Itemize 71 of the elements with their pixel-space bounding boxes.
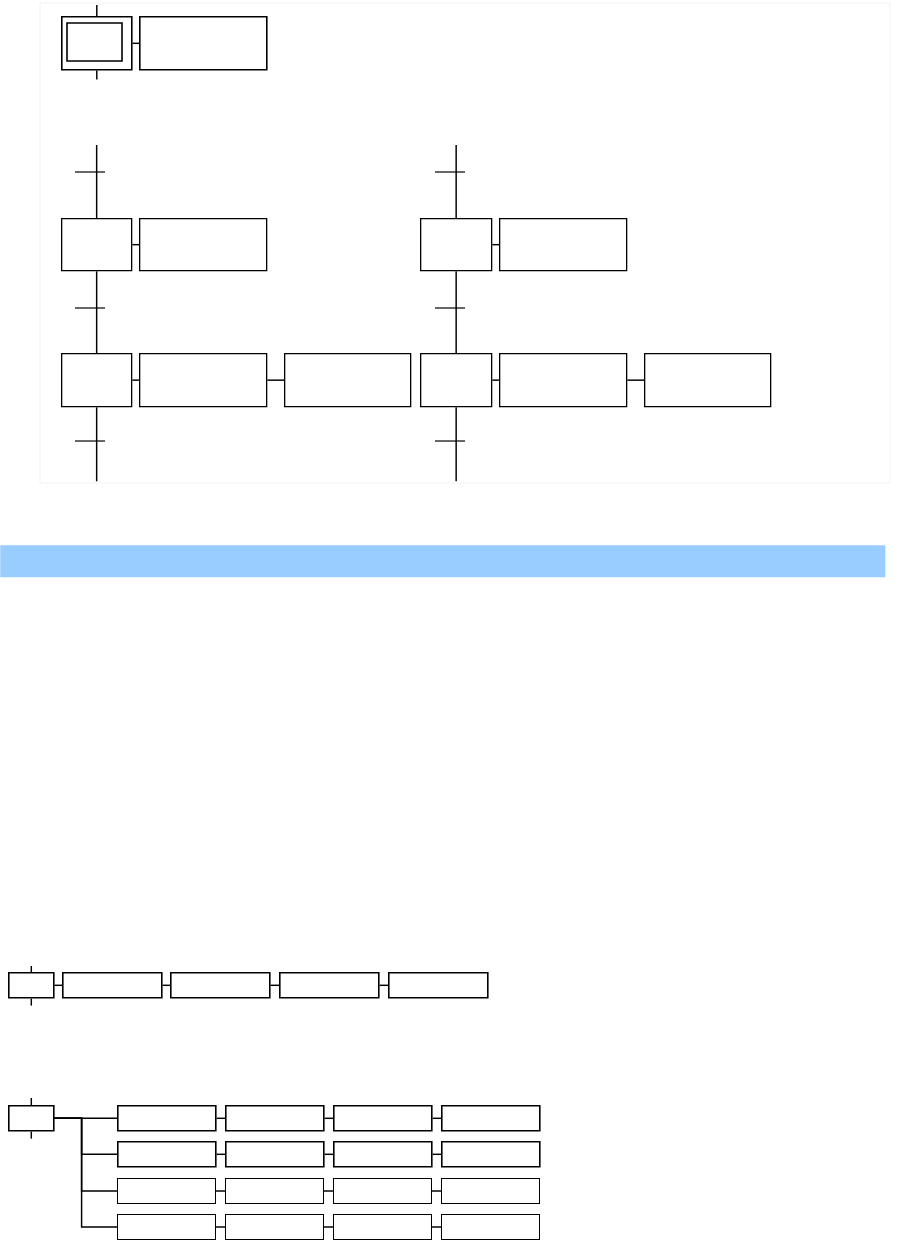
link-line: [95, 406, 98, 483]
link-line: [491, 379, 500, 381]
link-line: [378, 984, 389, 987]
link-line: [215, 1117, 226, 1120]
link-line: [323, 1117, 334, 1120]
step-box: [420, 218, 493, 272]
action-box: [117, 1214, 216, 1240]
action-box: [441, 1214, 540, 1240]
action-box: [499, 218, 628, 272]
link-line: [431, 1226, 442, 1228]
action-box: [333, 1141, 433, 1168]
link-line: [30, 997, 33, 1007]
link-line: [95, 144, 98, 219]
link-line: [323, 1153, 334, 1156]
link-line: [626, 379, 645, 381]
action-box: [139, 16, 268, 71]
link-line: [131, 42, 140, 45]
action-box: [279, 972, 380, 999]
link-line: [30, 965, 33, 973]
action-box: [117, 1105, 217, 1132]
link-line: [95, 270, 98, 354]
link-line: [96, 69, 98, 81]
link-line: [131, 243, 140, 246]
step-box: [420, 353, 493, 408]
link-line: [323, 1226, 334, 1228]
step-box: [8, 972, 55, 999]
step-box: [61, 218, 133, 272]
link-line: [96, 4, 98, 17]
link-line: [431, 1117, 442, 1120]
section-band: [0, 545, 886, 578]
action-box: [441, 1178, 540, 1204]
link-line: [431, 1190, 442, 1192]
action-box: [117, 1141, 217, 1168]
action-box: [139, 353, 268, 408]
action-box: [139, 218, 268, 272]
action-box: [225, 1105, 325, 1132]
link-line: [215, 1226, 226, 1228]
action-box: [441, 1141, 541, 1168]
link-line: [266, 379, 285, 381]
branch-line: [53, 1117, 118, 1228]
action-box: [225, 1178, 324, 1204]
link-line: [161, 984, 171, 987]
action-box: [499, 353, 628, 408]
step-box: [61, 353, 133, 408]
link-line: [131, 379, 140, 381]
action-box: [62, 972, 163, 999]
action-box: [333, 1178, 432, 1204]
action-box: [333, 1214, 432, 1240]
action-box: [170, 972, 271, 999]
action-box: [441, 1105, 541, 1132]
link-line: [323, 1190, 334, 1192]
action-box: [644, 353, 772, 408]
link-line: [455, 270, 457, 354]
action-box: [388, 972, 489, 999]
action-box: [225, 1214, 324, 1240]
link-line: [30, 1097, 33, 1106]
action-box: [117, 1178, 216, 1204]
link-line: [455, 406, 457, 483]
link-line: [215, 1190, 226, 1192]
link-line: [491, 243, 500, 246]
link-line: [269, 984, 280, 987]
link-line: [215, 1153, 226, 1156]
action-box: [284, 353, 412, 408]
step-box: [8, 1105, 55, 1132]
link-line: [53, 984, 63, 987]
action-box: [225, 1141, 325, 1168]
initial-step-box: [61, 16, 133, 71]
link-line: [431, 1153, 442, 1156]
link-line: [30, 1130, 33, 1140]
action-box: [333, 1105, 433, 1132]
link-line: [455, 144, 457, 219]
